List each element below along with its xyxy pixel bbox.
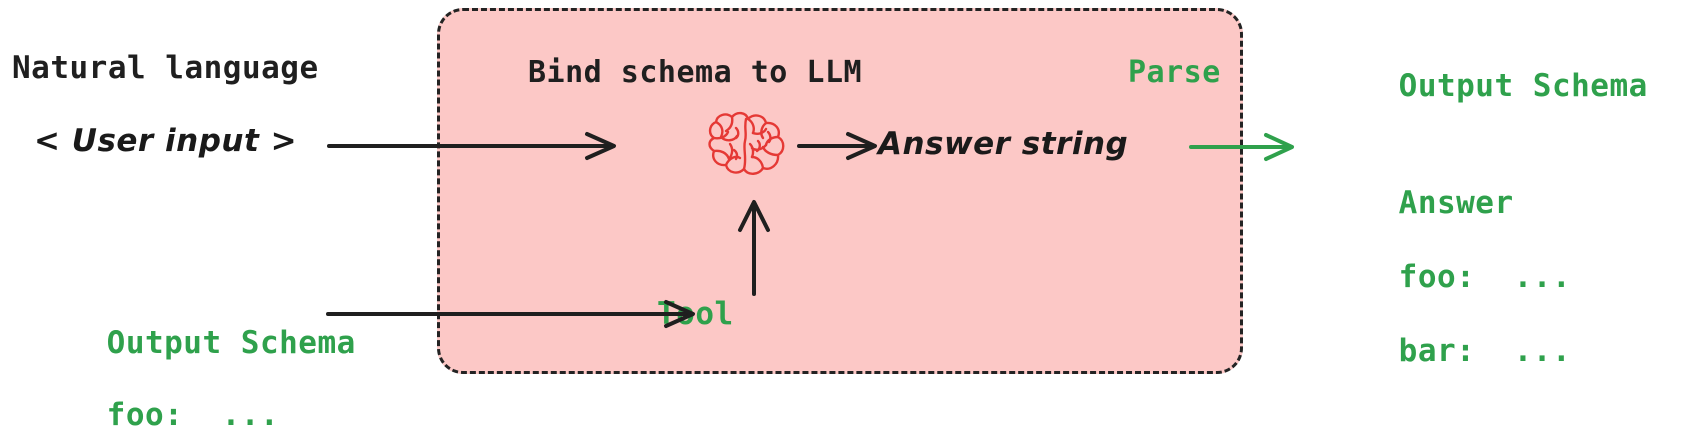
arrow-user-input-to-llm xyxy=(327,132,616,160)
input-schema-heading: Output Schema xyxy=(106,325,356,361)
arrow-tool-to-llm xyxy=(738,200,770,296)
parse-label: Parse xyxy=(1128,55,1221,90)
natural-language-label: Natural language xyxy=(12,50,319,86)
arrow-llm-to-answer-string xyxy=(797,132,877,160)
answer-string-label: Answer string xyxy=(878,126,1129,162)
input-schema-line-foo: foo: ... xyxy=(106,397,280,433)
arrow-answer-string-to-output-schema xyxy=(1189,133,1294,161)
output-schema-line-foo: foo: ... xyxy=(1398,259,1572,295)
output-schema-block: Output Schema Answer foo: ... bar: ... xyxy=(1322,31,1648,407)
output-schema-spacer xyxy=(1322,142,1648,148)
user-input-text: < User input > xyxy=(34,123,298,159)
input-output-schema-block: Output Schema foo: ... bar: ... xyxy=(30,289,356,443)
output-schema-heading: Output Schema xyxy=(1398,68,1648,104)
bind-schema-to-llm-label: Bind schema to LLM xyxy=(528,55,863,90)
output-schema-answer-line: Answer xyxy=(1398,185,1514,221)
brain-icon xyxy=(708,111,785,175)
output-schema-line-bar: bar: ... xyxy=(1398,333,1572,369)
arrow-schema-to-tool xyxy=(326,300,695,328)
